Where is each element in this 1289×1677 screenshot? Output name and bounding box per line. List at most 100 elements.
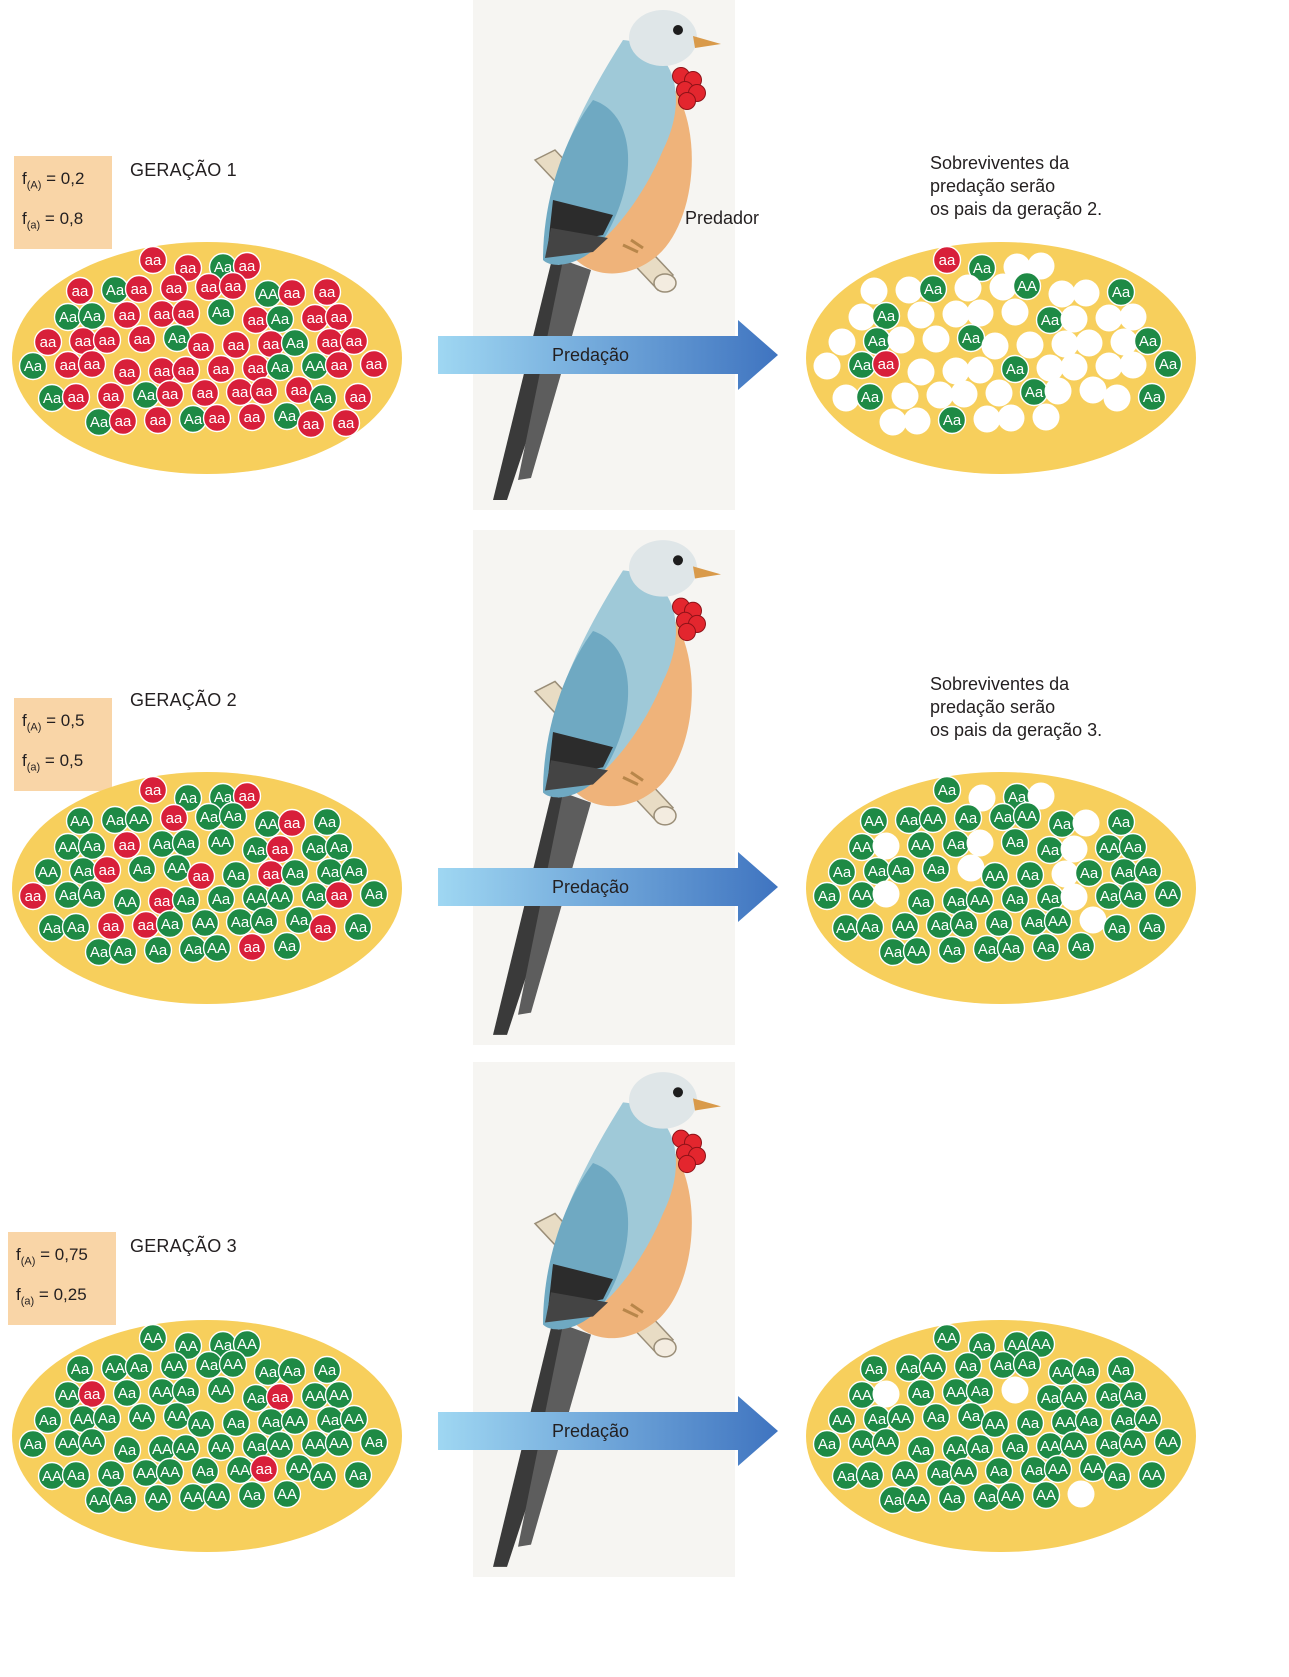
individual-AA: AA	[55, 1382, 82, 1409]
individual-Aa: Aa	[1135, 328, 1162, 355]
individual-Aa: Aa	[934, 777, 961, 804]
genotype-label: Aa	[1025, 914, 1044, 931]
genotype-label: Aa	[1124, 839, 1143, 856]
individual-Aa: Aa	[955, 805, 982, 832]
individual-Aa: Aa	[126, 1354, 153, 1381]
individual-Aa: Aa	[361, 1429, 388, 1456]
individual-AA: AA	[1033, 1482, 1060, 1509]
freq-a-line: f(a) = 0,25	[16, 1278, 108, 1318]
individual-AA: AA	[1045, 908, 1072, 935]
freq-a-line: f(a) = 0,8	[22, 202, 104, 242]
individual-Aa: Aa	[833, 1463, 860, 1490]
individual-Aa: Aa	[1108, 809, 1135, 836]
individual-aa: aa	[35, 329, 62, 356]
individual-aa: aa	[239, 404, 266, 431]
individual-AA: AA	[849, 882, 876, 909]
individual-Aa: Aa	[110, 938, 137, 965]
genotype-label: AA	[167, 1408, 187, 1425]
genotype-label: Aa	[1025, 384, 1044, 401]
individual-aa: aa	[55, 352, 82, 379]
individual-aa: aa	[196, 274, 223, 301]
genotype-label: Aa	[43, 920, 62, 937]
individual-aa: aa	[204, 405, 231, 432]
individual-aa: aa	[208, 356, 235, 383]
individual-aa: aa	[188, 333, 215, 360]
individual-Aa: Aa	[79, 303, 106, 330]
genotype-label: Aa	[912, 1442, 931, 1459]
genotype-label: Aa	[1143, 919, 1162, 936]
individual-Aa: Aa	[279, 1358, 306, 1385]
individual-Aa: Aa	[157, 911, 184, 938]
individual-Aa: Aa	[1155, 351, 1182, 378]
genotype-label: AA	[258, 816, 278, 833]
individual-aa: aa	[934, 247, 961, 274]
genotype-label: Aa	[212, 891, 231, 908]
genotype-label: aa	[284, 285, 301, 302]
genotype-label: AA	[864, 813, 884, 830]
genotype-label: aa	[166, 810, 183, 827]
empty-slot	[880, 409, 907, 436]
genotype-label: Aa	[224, 808, 243, 825]
individual-Aa: Aa	[133, 382, 160, 409]
individual-Aa: Aa	[967, 1435, 994, 1462]
empty-slot	[1002, 1377, 1029, 1404]
individual-aa: aa	[20, 883, 47, 910]
individual-Aa: Aa	[1033, 934, 1060, 961]
empty-slot	[896, 277, 923, 304]
genotype-label: AA	[1017, 808, 1037, 825]
genotype-label: Aa	[161, 916, 180, 933]
individual-Aa: Aa	[857, 914, 884, 941]
empty-slot	[1073, 280, 1100, 307]
genotype-label: AA	[1048, 913, 1068, 930]
empty-slot	[904, 408, 931, 435]
individual-Aa: Aa	[1021, 1457, 1048, 1484]
genotype-label: AA	[836, 920, 856, 937]
genotype-label: AA	[164, 1358, 184, 1375]
individual-AA: AA	[35, 859, 62, 886]
genotype-label: AA	[191, 1416, 211, 1433]
predator-bird-illustration	[473, 530, 735, 1045]
individual-Aa: Aa	[180, 936, 207, 963]
individual-AA: AA	[164, 1403, 191, 1430]
individual-Aa: Aa	[94, 1405, 121, 1432]
genotype-label: aa	[99, 332, 116, 349]
individual-aa: aa	[326, 304, 353, 331]
genotype-label: Aa	[868, 863, 887, 880]
individual-AA: AA	[302, 1431, 329, 1458]
individual-Aa: Aa	[1002, 829, 1029, 856]
genotype-label: Aa	[290, 912, 309, 929]
genotype-label: AA	[143, 1330, 163, 1347]
individual-Aa: Aa	[998, 935, 1025, 962]
individual-aa: aa	[333, 410, 360, 437]
individual-Aa: Aa	[1104, 915, 1131, 942]
individual-Aa: Aa	[1037, 307, 1064, 334]
genotype-label: AA	[1064, 1437, 1084, 1454]
individual-Aa: Aa	[967, 1378, 994, 1405]
genotype-label: Aa	[247, 1438, 266, 1455]
genotype-label: aa	[338, 415, 355, 432]
genotype-label: Aa	[1080, 1413, 1099, 1430]
genotype-label: AA	[70, 813, 90, 830]
genotype-label: Aa	[1018, 1356, 1037, 1373]
genotype-label: Aa	[137, 387, 156, 404]
individual-Aa: Aa	[164, 325, 191, 352]
individual-Aa: Aa	[1076, 1408, 1103, 1435]
individual-AA: AA	[982, 1411, 1009, 1438]
genotype-label: AA	[167, 860, 187, 877]
genotype-label: Aa	[1112, 814, 1131, 831]
genotype-label: Aa	[924, 281, 943, 298]
genotype-label: AA	[207, 940, 227, 957]
genotype-label: aa	[350, 389, 367, 406]
genotype-label: AA	[1036, 1487, 1056, 1504]
note-line: Sobreviventes da	[930, 152, 1102, 175]
genotype-label: AA	[923, 811, 943, 828]
individual-Aa: Aa	[939, 407, 966, 434]
genotype-label: Aa	[283, 1363, 302, 1380]
genotype-label: Aa	[971, 1440, 990, 1457]
individual-AA: AA	[102, 1355, 129, 1382]
empty-slot	[1017, 332, 1044, 359]
genotype-label: AA	[160, 1464, 180, 1481]
individual-AA: AA	[1061, 1384, 1088, 1411]
individual-Aa: Aa	[1068, 933, 1095, 960]
individual-aa: aa	[239, 934, 266, 961]
